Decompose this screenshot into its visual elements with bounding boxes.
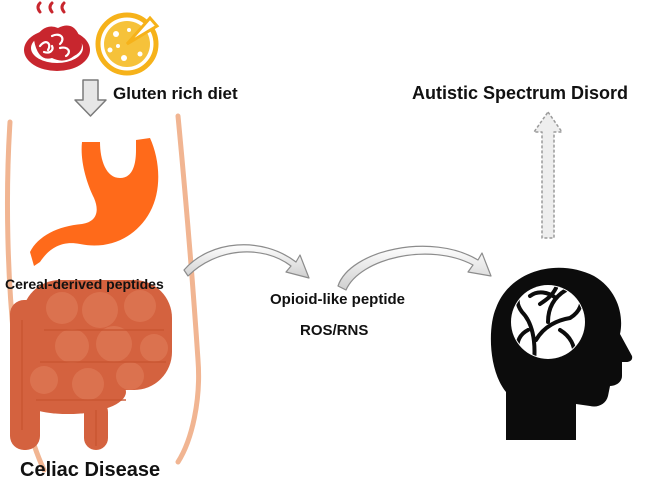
intestine-folds	[21, 320, 166, 446]
curved-arrow-2	[337, 245, 492, 291]
gluten-diet-label: Gluten rich diet	[113, 84, 238, 103]
up-arrow-icon	[533, 111, 563, 239]
cereal-peptides-label: Cereal-derived peptides	[5, 276, 164, 292]
pasta-plate-icon	[24, 1, 90, 71]
autism-label: Autistic Spectrum Disord	[412, 83, 629, 103]
stomach-icon	[30, 138, 159, 266]
ros-rns-label: ROS/RNS	[300, 322, 369, 339]
intestine-loops	[30, 290, 168, 400]
curved-arrow-1	[183, 244, 310, 279]
pizza-icon	[95, 12, 160, 76]
down-arrow-icon	[74, 79, 107, 117]
opioid-peptide-label: Opioid-like peptide	[270, 291, 406, 308]
celiac-disease-label: Celiac Disease	[20, 459, 161, 481]
body-outline-right	[175, 113, 202, 465]
head-brain-icon	[490, 267, 633, 440]
